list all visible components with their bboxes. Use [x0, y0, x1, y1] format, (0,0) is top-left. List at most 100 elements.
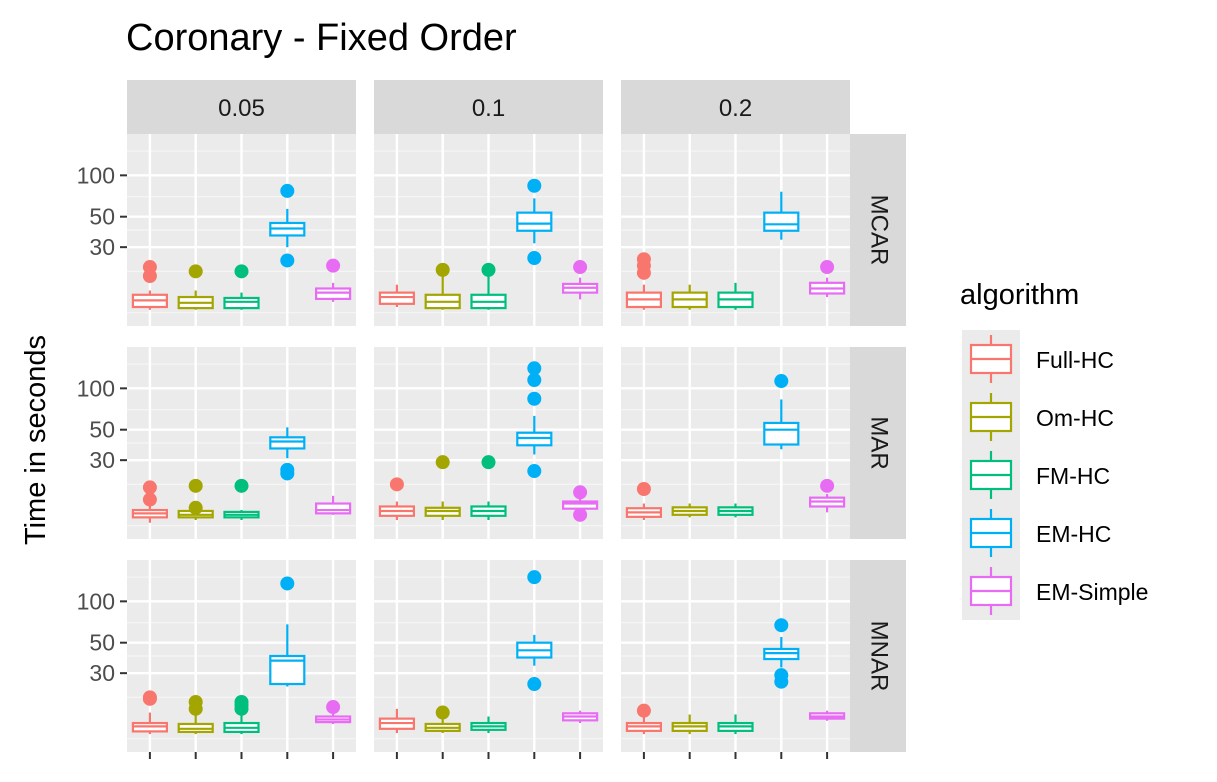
outlier-point [234, 478, 249, 493]
box-em-simple [561, 485, 599, 522]
outlier-point [573, 507, 588, 522]
outlier-point [636, 252, 651, 267]
outlier-point [573, 260, 588, 275]
outlier-point [573, 485, 588, 500]
box-full-hc [378, 708, 415, 734]
outlier-point [188, 694, 203, 709]
legend: algorithm Full-HCOm-HCFM-HCEM-HCEM-Simpl… [960, 279, 1148, 620]
panel-mnar-0-05 [127, 560, 356, 752]
outlier-point [234, 264, 249, 279]
y-tick-label: 30 [89, 234, 115, 260]
col-strip-0-1 [374, 80, 603, 134]
box-fm-hc [470, 262, 507, 310]
legend-label-em-simple: EM-Simple [1036, 579, 1148, 605]
outlier-point [142, 480, 157, 495]
y-tick-label: 50 [89, 204, 115, 230]
box-om-hc [177, 478, 214, 521]
box-em-hc [763, 191, 800, 240]
box-em-simple [561, 710, 599, 724]
outlier-point [527, 677, 542, 692]
box-iqr [315, 502, 352, 515]
box-om-hc [424, 705, 461, 734]
outlier-point [636, 481, 651, 496]
col-strip-0-2 [621, 80, 850, 134]
panel-mcar-0-2 [621, 134, 850, 326]
outlier-point [188, 264, 203, 279]
outlier-point [142, 492, 157, 507]
box-full-hc [625, 703, 663, 735]
y-tick-label: 30 [89, 447, 115, 473]
outlier-point [527, 251, 542, 266]
outlier-point [435, 705, 450, 720]
box-full-hc [131, 690, 168, 735]
panel-mar-0-05 [127, 347, 356, 539]
row-strip-mar [850, 347, 906, 539]
outlier-point [774, 668, 789, 683]
outlier-point [142, 260, 157, 275]
box-fm-hc [223, 478, 260, 521]
outlier-point [280, 576, 295, 591]
col-strip-label-0-2: 0.2 [719, 95, 752, 122]
panel-mnar-0-1 [374, 560, 603, 752]
box-em-simple [808, 710, 846, 721]
outlier-point [280, 253, 295, 268]
outlier-point [389, 477, 404, 492]
box-full-hc [625, 252, 663, 310]
box-iqr [223, 296, 260, 310]
y-tick-label: 100 [77, 162, 115, 188]
box-iqr [378, 291, 415, 305]
y-tick-label: 50 [89, 417, 115, 443]
y-tick-label: 30 [89, 660, 115, 686]
panel-mar-0-2 [621, 347, 850, 539]
outlier-point [527, 373, 542, 388]
box-full-hc [378, 477, 415, 521]
box-em-simple [561, 260, 599, 300]
outlier-point [142, 690, 157, 705]
box-full-hc [131, 260, 168, 310]
row-strip-mcar [850, 134, 906, 326]
legend-entry-em-hc: EM-HC [962, 504, 1111, 562]
box-iqr [763, 421, 800, 446]
outlier-point [527, 361, 542, 376]
box-em-hc [269, 183, 306, 268]
outlier-point [820, 260, 835, 275]
panel-mcar-0-05 [127, 134, 356, 326]
panel-mnar-0-2 [621, 560, 850, 752]
box-fm-hc [470, 455, 507, 521]
outlier-point [527, 464, 542, 479]
panel-mcar-0-1 [374, 134, 603, 326]
box-em-hc [763, 374, 800, 450]
box-om-hc [177, 694, 214, 735]
outlier-point [435, 262, 450, 277]
outlier-point [188, 500, 203, 515]
outlier-point [774, 374, 789, 389]
y-tick-label: 50 [89, 630, 115, 656]
box-em-hc [269, 576, 306, 687]
box-iqr [516, 211, 553, 232]
row-strip-label-mnar: MNAR [866, 621, 893, 692]
box-om-hc [671, 284, 708, 310]
legend-label-full-hc: Full-HC [1036, 347, 1114, 373]
outlier-point [481, 262, 496, 277]
legend-entry-full-hc: Full-HC [962, 330, 1114, 388]
y-axis-label: Time in seconds [20, 335, 52, 545]
outlier-point [188, 478, 203, 493]
col-strip-0-05 [127, 80, 356, 134]
outlier-point [636, 703, 651, 718]
col-strip-label-0-05: 0.05 [218, 95, 265, 122]
box-fm-hc [223, 264, 260, 310]
outlier-point [527, 570, 542, 585]
legend-label-em-hc: EM-HC [1036, 521, 1111, 547]
box-em-hc [516, 178, 553, 266]
outlier-point [326, 258, 341, 273]
box-om-hc [424, 262, 461, 310]
box-om-hc [671, 714, 708, 735]
box-fm-hc [717, 714, 754, 735]
box-em-hc [269, 427, 306, 481]
legend-entry-em-simple: EM-Simple [962, 562, 1148, 620]
box-full-hc [625, 481, 663, 521]
outlier-point [435, 455, 450, 470]
y-tick-label: 100 [77, 375, 115, 401]
